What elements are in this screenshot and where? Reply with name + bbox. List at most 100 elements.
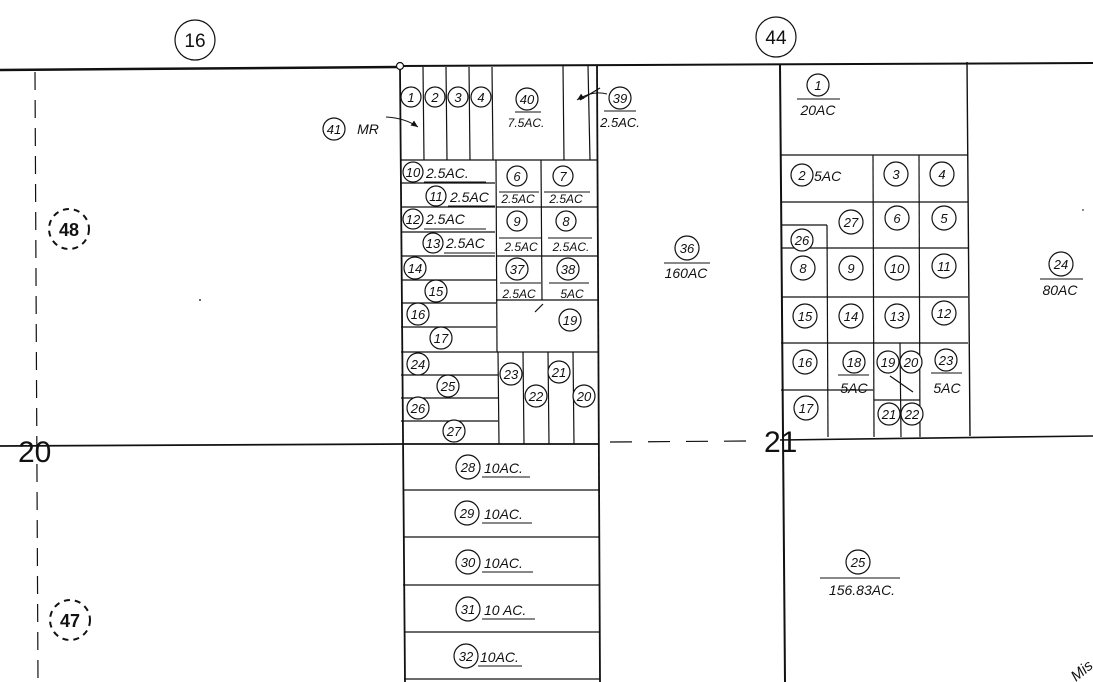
svg-text:2.5AC: 2.5AC — [445, 235, 486, 251]
parcel-9[interactable]: 9 2.5AC — [499, 210, 541, 254]
parcel-31[interactable]: 31 10 AC. — [455, 596, 535, 622]
svg-text:160AC: 160AC — [665, 265, 709, 281]
svg-text:39: 39 — [613, 91, 627, 106]
svg-text:41: 41 — [327, 122, 341, 137]
parcel-r16[interactable]: 16 — [792, 349, 818, 375]
parcel-39[interactable]: 39 2.5AC. — [576, 86, 640, 130]
parcel-28[interactable]: 28 10AC. — [455, 454, 530, 480]
parcel-r4[interactable]: 4 — [929, 161, 955, 187]
parcel-10[interactable]: 10 2.5AC. — [402, 161, 486, 183]
svg-text:30: 30 — [461, 555, 476, 570]
parcel-29[interactable]: 29 10AC. — [454, 500, 532, 526]
parcel-13[interactable]: 13 2.5AC — [422, 232, 495, 254]
svg-text:17: 17 — [799, 401, 814, 416]
svg-text:8: 8 — [799, 261, 807, 276]
parcel-21[interactable]: 21 — [547, 360, 571, 384]
svg-text:6: 6 — [513, 169, 521, 184]
page-reference-16[interactable]: 16 — [174, 19, 216, 61]
parcel-labels-center: 1 2 3 4 40 7.5AC. 39 2.5AC. 41 MR 10 2.5… — [322, 86, 710, 669]
svg-text:14: 14 — [408, 261, 422, 276]
parcel-r18[interactable]: 18 5AC — [838, 350, 869, 396]
svg-text:20: 20 — [903, 355, 919, 370]
parcel-20[interactable]: 20 — [572, 384, 596, 408]
parcel-r3[interactable]: 3 — [883, 161, 909, 187]
svg-text:5AC: 5AC — [933, 380, 961, 396]
parcel-r13[interactable]: 13 — [884, 303, 910, 329]
parcel-26[interactable]: 26 — [406, 396, 430, 420]
parcel-r25[interactable]: 25 156.83AC. — [820, 549, 900, 598]
parcel-r19[interactable]: 19 — [876, 350, 900, 374]
svg-text:32: 32 — [459, 649, 474, 664]
page-number-44: 44 — [765, 28, 787, 49]
svg-text:38: 38 — [561, 262, 576, 277]
parcel-24[interactable]: 24 — [406, 352, 430, 376]
parcel-r21[interactable]: 21 — [877, 402, 901, 426]
parcel-r8[interactable]: 8 — [790, 255, 816, 281]
parcel-36[interactable]: 36 160AC — [664, 235, 710, 281]
parcel-r22[interactable]: 22 — [900, 402, 924, 426]
parcel-r15[interactable]: 15 — [792, 303, 818, 329]
svg-text:19: 19 — [881, 355, 895, 370]
parcel-25[interactable]: 25 — [436, 374, 460, 398]
svg-text:10: 10 — [406, 165, 421, 180]
parcel-8[interactable]: 8 2.5AC. — [548, 210, 592, 254]
parcel-32[interactable]: 32 10AC. — [453, 643, 522, 669]
parcel-30[interactable]: 30 10AC. — [455, 549, 533, 575]
svg-text:14: 14 — [844, 309, 858, 324]
parcel-15[interactable]: 15 — [424, 279, 448, 303]
parcel-3[interactable]: 3 — [447, 86, 469, 108]
parcel-12[interactable]: 12 2.5AC — [402, 208, 486, 230]
svg-text:80AC: 80AC — [1042, 282, 1078, 298]
parcel-r1[interactable]: 1 20AC — [797, 73, 840, 118]
parcel-4[interactable]: 4 — [470, 86, 492, 108]
parcel-41[interactable]: 41 MR — [322, 116, 419, 141]
parcel-27[interactable]: 27 — [442, 419, 466, 443]
parcel-16[interactable]: 16 — [406, 302, 430, 326]
parcel-r14[interactable]: 14 — [838, 303, 864, 329]
parcel-40[interactable]: 40 7.5AC. — [508, 87, 545, 130]
svg-text:13: 13 — [890, 309, 905, 324]
parcel-r12[interactable]: 12 — [931, 300, 957, 326]
page-reference-48[interactable]: 48 — [48, 208, 90, 250]
svg-text:5AC: 5AC — [560, 287, 584, 301]
parcel-38[interactable]: 38 5AC — [549, 257, 589, 301]
parcel-1[interactable]: 1 — [400, 86, 422, 108]
svg-text:9: 9 — [513, 214, 520, 229]
parcel-r23[interactable]: 23 5AC — [931, 348, 962, 396]
parcel-14[interactable]: 14 — [403, 256, 427, 280]
parcel-r27[interactable]: 27 — [838, 209, 864, 235]
svg-text:5AC: 5AC — [814, 168, 842, 184]
svg-text:24: 24 — [1053, 257, 1068, 272]
speck — [1082, 209, 1084, 211]
svg-text:22: 22 — [528, 389, 544, 404]
parcel-22[interactable]: 22 — [524, 384, 548, 408]
parcel-r11[interactable]: 11 — [931, 253, 957, 279]
parcel-r20[interactable]: 20 — [899, 350, 923, 374]
svg-text:26: 26 — [794, 233, 810, 248]
parcel-17[interactable]: 17 — [429, 326, 453, 350]
parcel-r24[interactable]: 24 80AC — [1040, 251, 1083, 298]
parcel-7[interactable]: 7 2.5AC — [544, 165, 590, 206]
parcel-r17[interactable]: 17 — [793, 395, 819, 421]
parcel-23[interactable]: 23 — [499, 362, 523, 386]
section-number-21: 21 — [764, 426, 797, 459]
parcel-r2[interactable]: 2 5AC — [790, 163, 842, 187]
page-reference-47[interactable]: 47 — [49, 599, 91, 641]
svg-text:11: 11 — [429, 189, 443, 204]
parcel-r10[interactable]: 10 — [884, 255, 910, 281]
parcel-2[interactable]: 2 — [424, 86, 446, 108]
parcel-r9[interactable]: 9 — [838, 255, 864, 281]
parcel-r26[interactable]: 26 — [790, 228, 814, 252]
svg-text:4: 4 — [938, 167, 945, 182]
parcel-6[interactable]: 6 2.5AC — [499, 165, 539, 206]
parcel-11[interactable]: 11 2.5AC — [425, 185, 495, 207]
parcel-19[interactable]: 19 — [558, 308, 582, 332]
svg-text:10AC.: 10AC. — [484, 506, 523, 522]
page-reference-44[interactable]: 44 — [755, 16, 797, 58]
parcel-r5[interactable]: 5 — [931, 205, 957, 231]
speck — [199, 299, 201, 301]
section-number-20: 20 — [18, 436, 51, 469]
parcel-37[interactable]: 37 2.5AC — [500, 257, 541, 301]
parcel-r6[interactable]: 6 — [884, 205, 910, 231]
svg-text:18: 18 — [847, 355, 862, 370]
